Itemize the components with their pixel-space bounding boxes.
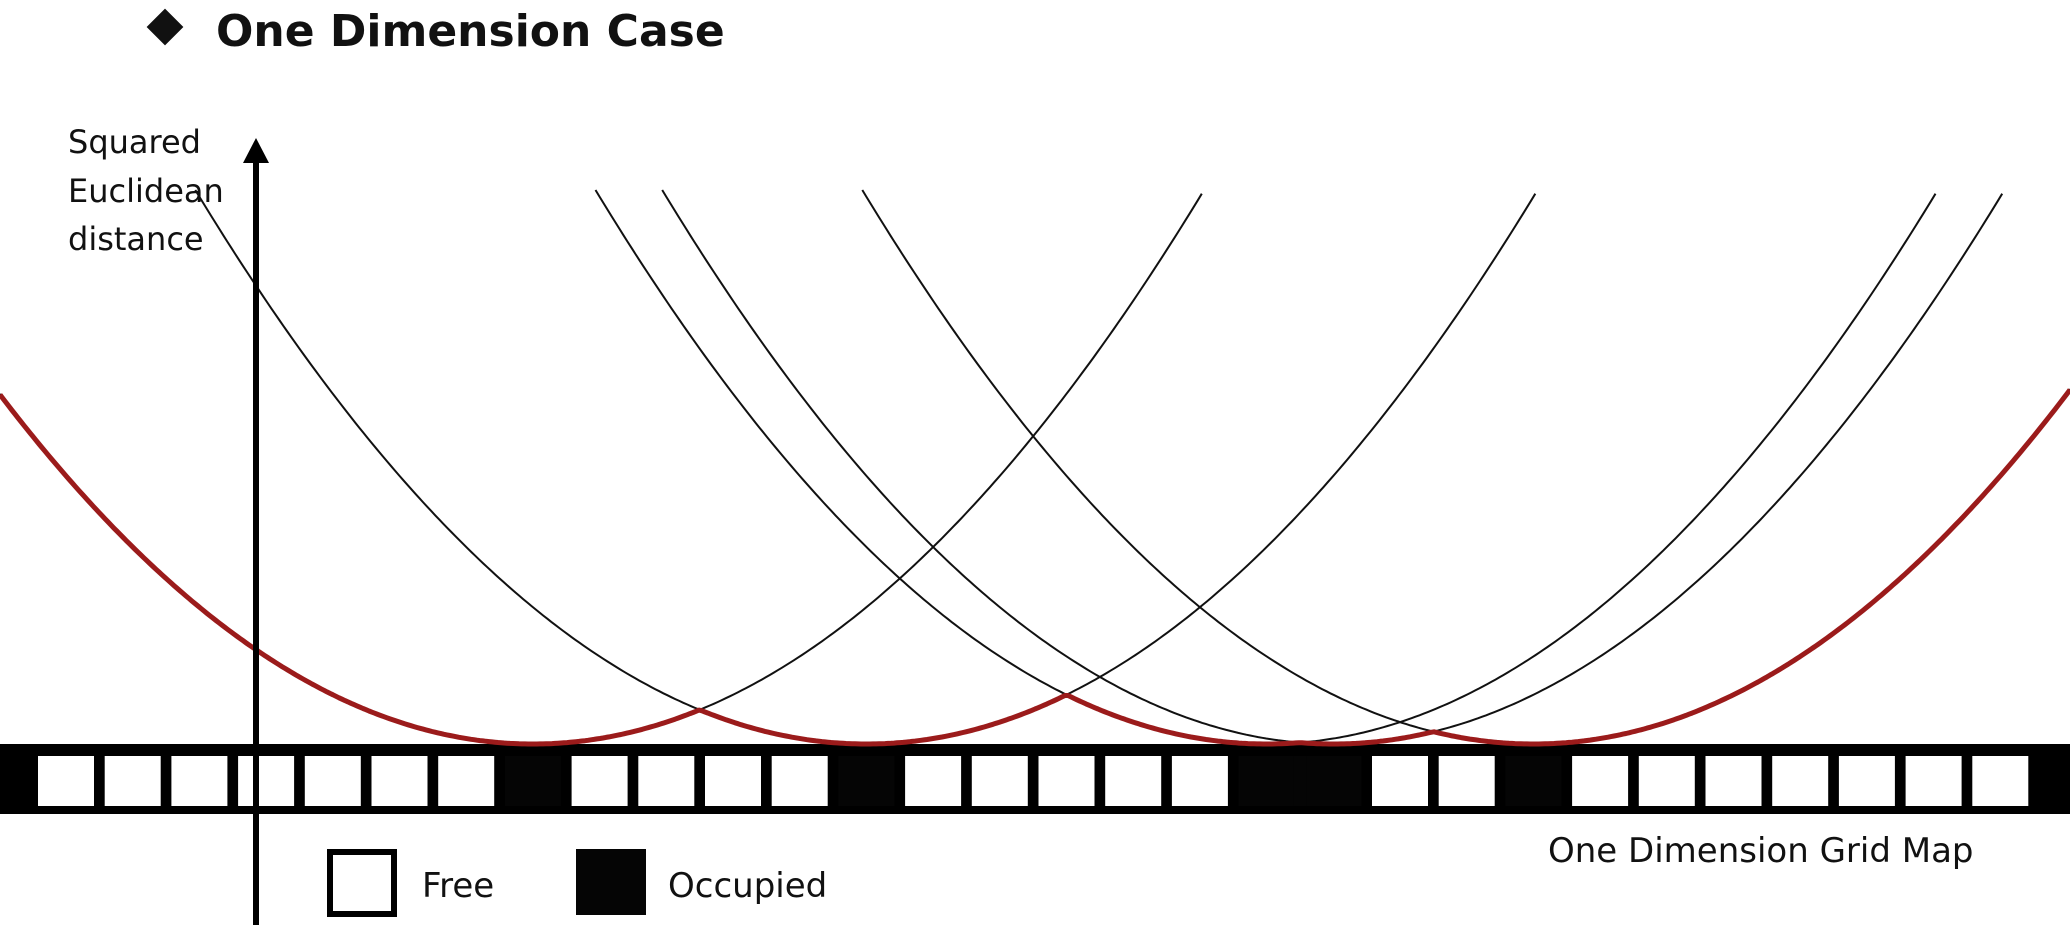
grid-cell-free (1772, 756, 1829, 806)
grid-cell-free (1372, 756, 1428, 806)
parabola-curve (594, 189, 1937, 745)
grid-cell-occupied (1305, 756, 1362, 806)
parabola-curve (194, 189, 1537, 745)
grid-cell-occupied (1505, 756, 1562, 806)
grid-cell-free (371, 756, 428, 806)
legend-free-label: Free (422, 866, 494, 906)
y-axis-label-line-2: Euclidean (68, 172, 224, 210)
grid-map-label: One Dimension Grid Map (1548, 831, 1973, 871)
legend-occupied-label: Occupied (668, 866, 827, 906)
grid-cell-free (771, 756, 828, 806)
grid-cell-free (1838, 756, 1895, 806)
grid-cell-free (1972, 756, 2029, 806)
grid-cell-free (971, 756, 1028, 806)
legend-occupied-swatch (576, 849, 646, 915)
grid-cell-free (38, 756, 94, 806)
grid-cell-occupied (1238, 756, 1295, 806)
grid-cell-free (1705, 756, 1762, 806)
grid-cell-free (304, 756, 361, 806)
grid-cell-free (1105, 756, 1162, 806)
grid-cell-free (1638, 756, 1695, 806)
grid-cell-free (1038, 756, 1095, 806)
grid-cell-free (1438, 756, 1495, 806)
grid-cell-free (1171, 756, 1228, 806)
grid-cell-free (638, 756, 695, 806)
grid-cell-free (705, 756, 761, 806)
grid-map (0, 744, 2070, 814)
legend-free-swatch (327, 849, 397, 917)
grid-cell-free (438, 756, 495, 806)
grid-cell-occupied (504, 756, 561, 806)
y-axis (243, 138, 269, 925)
y-axis-label-line-1: Squared (68, 123, 201, 161)
parabola-curve (0, 193, 1203, 745)
grid-cell-free (905, 756, 962, 806)
page-title: One Dimension Case (216, 6, 725, 57)
grid-cell-occupied-joint (1293, 756, 1307, 806)
grid-cell-free (104, 756, 161, 806)
grid-cell-occupied (838, 756, 895, 806)
grid-cell-free (1572, 756, 1629, 806)
lower-envelope-curve (0, 388, 2070, 747)
legend: Free Occupied (327, 849, 827, 917)
y-axis-label: Squared Euclidean distance (68, 123, 224, 258)
grid-cell-free (1905, 756, 1962, 806)
grid-cell-free (571, 756, 628, 806)
title-group: One Dimension Case (146, 6, 725, 57)
y-axis-arrowhead-icon (243, 138, 269, 163)
parabola-curve (661, 189, 2004, 745)
parabola-group (0, 189, 2070, 745)
y-axis-label-line-3: distance (68, 220, 204, 258)
diamond-bullet-icon (146, 8, 184, 46)
grid-cell-free (171, 756, 228, 806)
grid-cell-free (238, 756, 295, 806)
parabola-curve (861, 189, 2070, 745)
